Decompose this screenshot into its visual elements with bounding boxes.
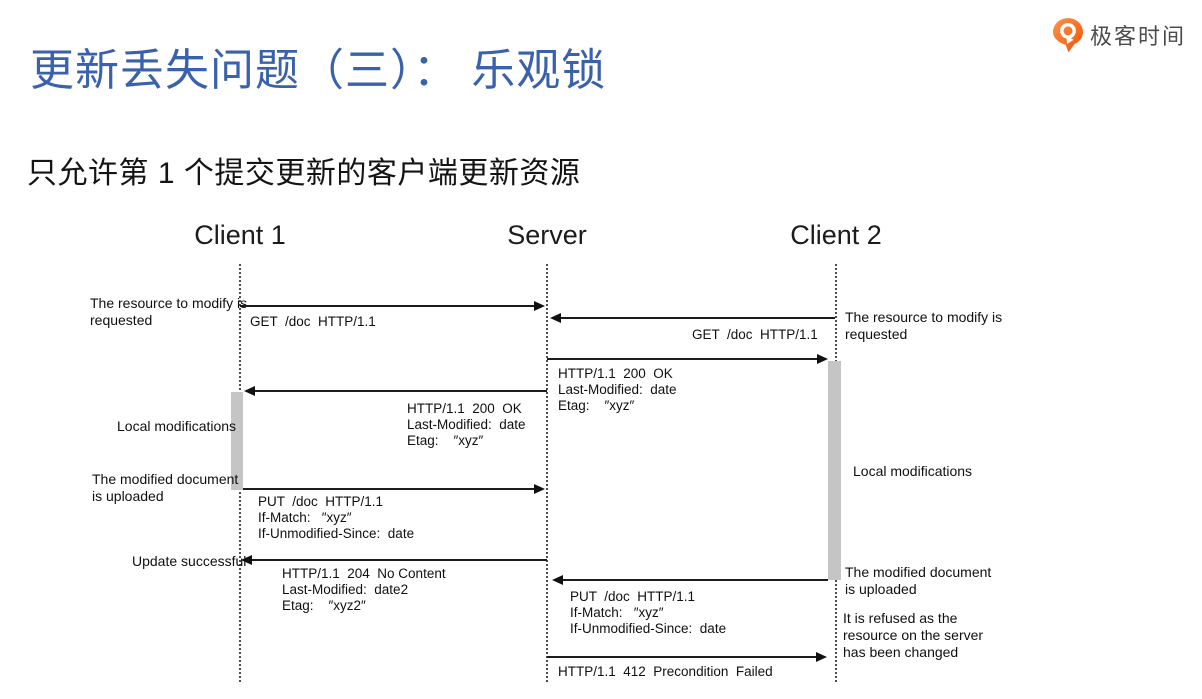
lifeline [546,264,548,682]
note: It is refused as the resource on the ser… [843,610,984,660]
activation-bar [231,392,243,490]
message-label: HTTP/1.1 204 No Content Last-Modified: d… [282,566,446,613]
message-label: PUT /doc HTTP/1.1 If-Match: ″xyz″ If-Unm… [258,494,415,541]
subtitle: 只允许第 1 个提交更新的客户端更新资源 [27,157,581,190]
actor-label: Client 1 [194,220,286,250]
message-line [240,305,535,307]
page-title: 更新丢失问题（三）： 乐观锁 [30,46,607,95]
message-arrowhead-icon [534,301,545,311]
message-line [547,656,817,658]
actor-label: Server [507,220,587,250]
message-label: HTTP/1.1 200 OK Last-Modified: date Etag… [407,401,526,448]
note: Update successful [132,553,247,569]
message-arrowhead-icon [244,386,255,396]
geektime-logo: 极客时间 [1052,17,1186,53]
activation-bar [828,361,841,580]
message-label: HTTP/1.1 412 Precondition Failed [558,664,773,679]
note: The modified document is uploaded [92,471,239,504]
message-label: GET /doc HTTP/1.1 [692,327,818,342]
geektime-pin-icon [1052,18,1083,53]
message-arrowhead-icon [552,575,563,585]
actor-label: Client 2 [790,220,882,250]
message-arrowhead-icon [534,484,545,494]
note: Local modifications [117,418,237,434]
note: The modified document is uploaded [845,564,992,597]
message-line [251,559,547,561]
message-line [560,317,835,319]
logo-text: 极客时间 [1089,24,1186,49]
note: The resource to modify is requested [90,295,248,328]
message-label: PUT /doc HTTP/1.1 If-Match: ″xyz″ If-Unm… [570,589,727,636]
message-line [254,390,547,392]
note: The resource to modify is requested [845,309,1003,342]
message-arrowhead-icon [816,652,827,662]
message-line [547,358,818,360]
message-line [243,488,535,490]
message-arrowhead-icon [817,354,828,364]
message-line [562,579,828,581]
message-arrowhead-icon [550,313,561,323]
message-label: HTTP/1.1 200 OK Last-Modified: date Etag… [558,366,677,413]
message-arrowhead-icon [241,555,252,565]
note: Local modifications [853,463,973,479]
message-label: GET /doc HTTP/1.1 [250,314,376,329]
